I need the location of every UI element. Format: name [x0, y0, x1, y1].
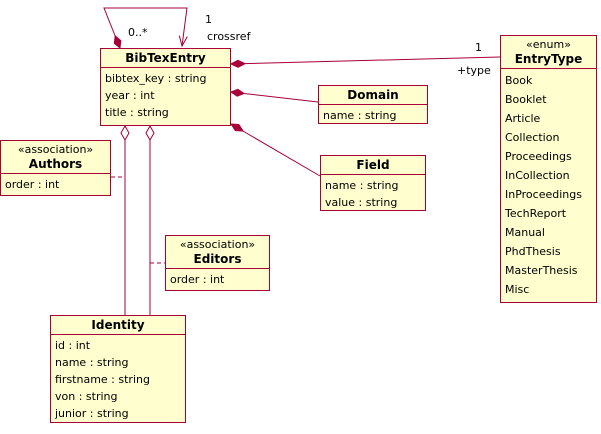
- attribute-compartment: order : int: [166, 269, 269, 290]
- class-title: Editors: [193, 252, 242, 266]
- identity-authors-aggregation-diamond-icon: [120, 124, 130, 142]
- crossref-target-multiplicity-label: 1: [205, 13, 212, 26]
- class-field: Field name : string value : string: [320, 155, 426, 211]
- class-stereotype: «association»: [179, 238, 256, 251]
- attribute: bibtex_key : string: [105, 72, 207, 85]
- class-title: Identity: [91, 318, 145, 332]
- class-header: «association» Authors: [1, 141, 110, 174]
- attribute: year : int: [105, 89, 155, 102]
- class-header: BibTexEntry: [101, 49, 230, 68]
- attribute-compartment: name : string: [319, 105, 427, 126]
- attribute: name : string: [323, 109, 397, 122]
- class-header: «enum» EntryType: [501, 36, 596, 69]
- enum-literal: Booklet: [505, 93, 547, 106]
- class-identity: Identity id : int name : string firstnam…: [50, 315, 186, 423]
- attribute-compartment: order : int: [1, 174, 110, 195]
- attribute: firstname : string: [55, 373, 150, 386]
- class-title: Authors: [28, 157, 83, 171]
- attribute: von : string: [55, 390, 118, 403]
- attribute: name : string: [325, 179, 399, 192]
- attribute: junior : string: [55, 407, 129, 420]
- class-header: Field: [321, 156, 425, 175]
- identity-editors-aggregation-diamond-icon: [145, 124, 155, 142]
- class-bibtexentry: BibTexEntry bibtex_key : string year : i…: [100, 48, 231, 126]
- domain-composition-diamond-icon: [229, 88, 246, 97]
- class-title: Domain: [347, 88, 399, 102]
- class-authors: «association» Authors order : int: [0, 140, 111, 196]
- class-header: Identity: [51, 316, 185, 335]
- attribute: name : string: [55, 356, 129, 369]
- enum-literal: PhdThesis: [505, 245, 561, 258]
- class-title: EntryType: [514, 52, 583, 66]
- enum-literal: InCollection: [505, 169, 570, 182]
- enum-literal: MasterThesis: [505, 264, 578, 277]
- enum-literal: Proceedings: [505, 150, 572, 163]
- attribute: value : string: [325, 196, 398, 209]
- class-header: «association» Editors: [166, 236, 269, 269]
- class-entrytype: «enum» EntryType Book Booklet Article Co…: [500, 35, 597, 303]
- field-association-line: [241, 130, 321, 177]
- class-title: Field: [356, 158, 390, 172]
- enum-literal: Book: [505, 74, 533, 87]
- class-title: BibTexEntry: [125, 51, 206, 65]
- crossref-arrow-icon: [178, 35, 188, 48]
- class-stereotype: «association»: [17, 143, 94, 156]
- attribute: order : int: [170, 273, 225, 286]
- domain-association-line: [242, 92, 319, 103]
- class-domain: Domain name : string: [318, 85, 428, 124]
- crossref-composition-diamond-icon: [113, 34, 122, 49]
- attribute: id : int: [55, 339, 91, 352]
- enum-literal: Misc: [505, 283, 530, 296]
- crossref-loop-line: [103, 7, 188, 49]
- type-role-label: +type: [457, 64, 491, 77]
- type-association-line: [243, 56, 501, 65]
- type-composition-diamond-icon: [229, 59, 247, 68]
- enum-literal: InProceedings: [505, 188, 582, 201]
- enum-literal: TechReport: [505, 207, 567, 220]
- crossref-source-multiplicity-label: 0..*: [128, 26, 148, 39]
- enum-literal: Collection: [505, 131, 560, 144]
- crossref-role-label: crossref: [207, 30, 251, 43]
- class-stereotype: «enum»: [526, 38, 571, 51]
- attribute: order : int: [5, 178, 60, 191]
- type-multiplicity-label: 1: [475, 41, 482, 54]
- class-header: Domain: [319, 86, 427, 105]
- attribute-compartment: id : int name : string firstname : strin…: [51, 335, 185, 424]
- attribute: title : string: [105, 106, 169, 119]
- class-editors: «association» Editors order : int: [165, 235, 270, 291]
- attribute-compartment: bibtex_key : string year : int title : s…: [101, 68, 230, 123]
- field-composition-diamond-icon: [230, 123, 245, 132]
- enum-literal: Article: [505, 112, 541, 125]
- enum-literal-compartment: Book Booklet Article Collection Proceedi…: [501, 69, 596, 301]
- attribute-compartment: name : string value : string: [321, 175, 425, 213]
- enum-literal: Manual: [505, 226, 545, 239]
